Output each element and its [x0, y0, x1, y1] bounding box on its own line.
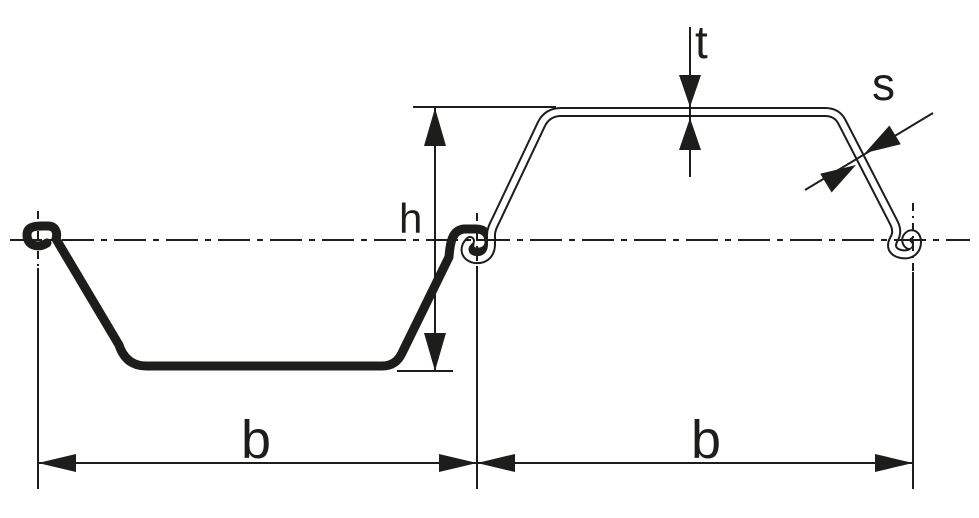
label-h: h	[399, 195, 422, 242]
h-arrow-up-icon	[424, 108, 446, 146]
t-arrow-up-icon	[679, 118, 701, 150]
dimension-s: s	[804, 58, 934, 193]
b-left-arrow-right-icon	[439, 454, 477, 472]
h-arrow-down-icon	[424, 333, 446, 371]
s-arrow-lower-icon	[820, 165, 856, 193]
label-b-right: b	[691, 410, 721, 470]
dimension-h: h	[397, 106, 556, 372]
label-s: s	[872, 58, 895, 110]
b-left-arrow-left-icon	[38, 454, 76, 472]
s-arrow-upper-icon	[865, 125, 901, 153]
dimension-t: t	[679, 16, 708, 177]
t-arrow-down-icon	[679, 75, 701, 107]
right-pile-profile	[460, 107, 922, 265]
right-pile-hollow-core	[462, 109, 920, 263]
label-t: t	[695, 16, 708, 68]
label-b-left: b	[241, 410, 271, 470]
left-pile-profile	[22, 221, 494, 371]
dimension-b-right: b	[477, 410, 913, 472]
b-right-arrow-left-icon	[477, 454, 515, 472]
b-right-arrow-right-icon	[875, 454, 913, 472]
dimension-b-left: b	[38, 410, 477, 472]
